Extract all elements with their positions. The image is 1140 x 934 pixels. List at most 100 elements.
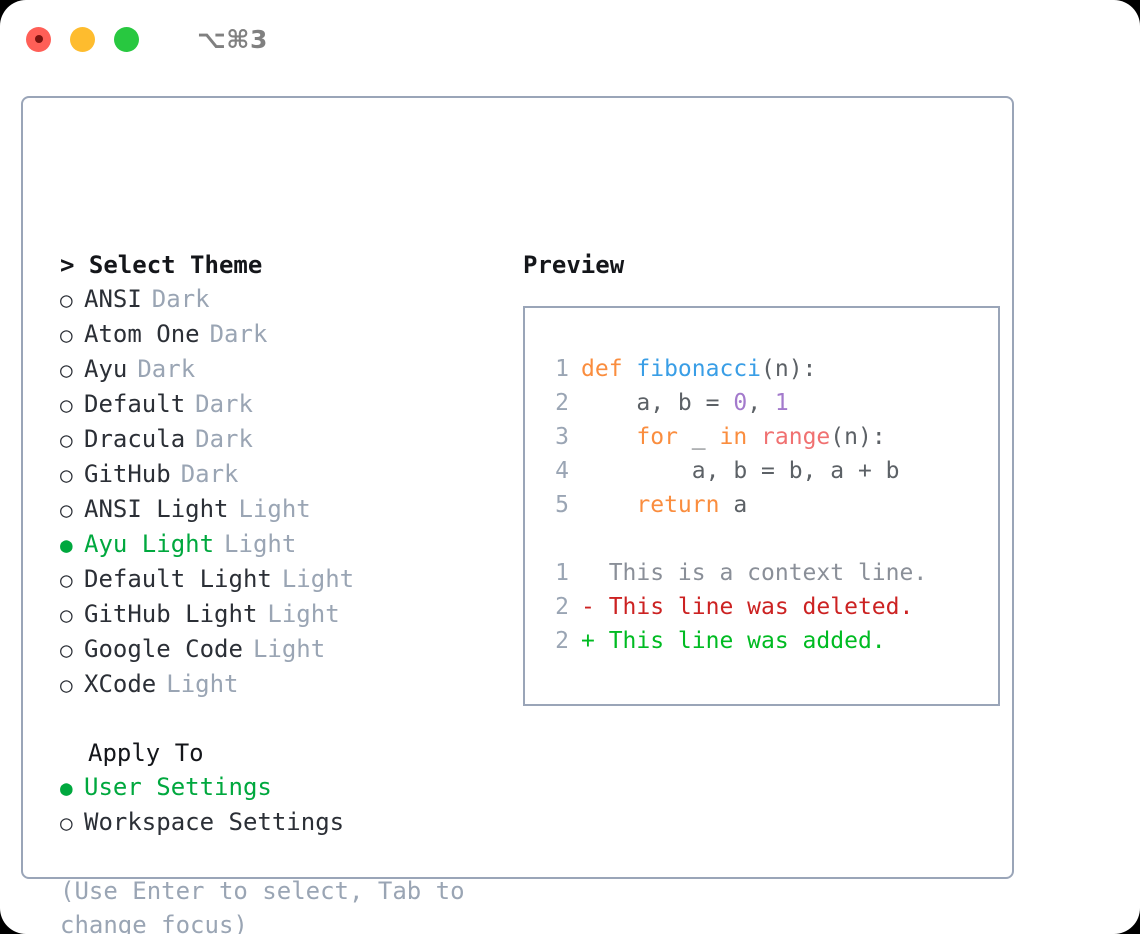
theme-option-label: Dracula <box>84 425 186 453</box>
close-window-button[interactable] <box>26 26 51 52</box>
preview-heading: Preview <box>523 251 625 279</box>
code-token: _ <box>677 424 720 450</box>
apply-to-list[interactable]: ● User Settings ○ Workspace Settings <box>60 770 500 840</box>
radio-unselected-icon: ○ <box>60 811 73 835</box>
theme-option-label: Ayu <box>84 355 128 383</box>
radio-unselected-icon: ○ <box>60 323 73 347</box>
code-line-content: return a <box>581 488 747 522</box>
radio-selected-icon: ● <box>60 533 73 557</box>
theme-variant-tag: Light <box>166 670 239 698</box>
code-line-number: 1 <box>555 356 569 382</box>
title-bar: ⌥⌘3 <box>0 0 1140 78</box>
select-theme-heading: > Select Theme <box>60 251 263 279</box>
radio-unselected-icon: ○ <box>60 393 73 417</box>
theme-option-ayu-light[interactable]: ● Ayu Light Light <box>60 527 500 562</box>
zoom-window-button[interactable] <box>114 26 139 52</box>
radio-unselected-icon: ○ <box>60 603 73 627</box>
theme-variant-tag: Light <box>267 600 340 628</box>
code-line: 3 for _ in range(n): <box>543 420 998 454</box>
code-token: 0 <box>733 390 748 416</box>
window-title-shortcut: ⌥⌘3 <box>197 24 268 54</box>
theme-option-label: ANSI <box>84 285 142 313</box>
minimize-window-button[interactable] <box>70 26 95 52</box>
code-line: 2 a, b = 0, 1 <box>543 386 998 420</box>
keyboard-hint-text: (Use Enter to select, Tab to change focu… <box>60 877 480 934</box>
apply-to-option-user-settings[interactable]: ● User Settings <box>60 770 500 805</box>
theme-option-github-light[interactable]: ○ GitHub Light Light <box>60 597 500 632</box>
code-token: (n): <box>761 356 817 382</box>
theme-option-label: Atom One <box>84 320 200 348</box>
code-line-number: 5 <box>555 492 569 518</box>
theme-option-ansi[interactable]: ○ ANSI Dark <box>60 282 500 317</box>
diff-sample: 1 This is a context line. 2 - This line wa… <box>543 556 998 658</box>
list-spacer <box>60 702 500 736</box>
code-token: a, b = <box>581 390 734 416</box>
code-line-number: 2 <box>555 390 569 416</box>
theme-variant-tag: Light <box>252 635 326 663</box>
diff-line: 1 This is a context line. <box>543 556 998 590</box>
code-token <box>581 424 636 450</box>
code-token: fibonacci <box>636 356 762 382</box>
diff-line: 2 - This line was deleted. <box>543 590 998 624</box>
code-token: def <box>581 356 637 382</box>
code-token: a, b = b, a + b <box>581 458 900 484</box>
code-line-content: a, b = b, a + b <box>581 454 900 488</box>
code-token <box>747 424 761 450</box>
theme-option-label: Ayu Light <box>84 530 215 558</box>
theme-option-label: Google Code <box>84 635 243 663</box>
apply-to-option-workspace-settings[interactable]: ○ Workspace Settings <box>60 805 500 840</box>
theme-option-label: Default <box>84 390 186 418</box>
diff-line-content: + This line was added. <box>581 628 886 654</box>
theme-option-label: GitHub Light <box>84 600 258 628</box>
code-line: 4 a, b = b, a + b <box>543 454 998 488</box>
code-line-number: 4 <box>555 458 569 484</box>
radio-unselected-icon: ○ <box>60 638 73 662</box>
radio-unselected-icon: ○ <box>60 428 73 452</box>
diff-line-number: 2 <box>555 594 569 620</box>
code-token: a <box>719 492 748 518</box>
radio-unselected-icon: ○ <box>60 358 73 382</box>
theme-variant-tag: Dark <box>151 285 210 313</box>
theme-option-label: XCode <box>84 670 157 698</box>
apply-to-option-label: User Settings <box>84 773 272 801</box>
code-token: for <box>636 424 678 450</box>
radio-unselected-icon: ○ <box>60 288 73 312</box>
theme-option-label: ANSI Light <box>84 495 229 523</box>
code-line-number: 3 <box>555 424 569 450</box>
radio-selected-icon: ● <box>60 776 73 800</box>
code-token: range <box>761 424 831 450</box>
diff-line-number: 1 <box>555 560 569 586</box>
code-token: (n): <box>830 424 886 450</box>
code-diff-gap <box>543 522 998 556</box>
diff-line-content: - This line was deleted. <box>581 594 914 620</box>
theme-variant-tag: Light <box>224 530 297 558</box>
theme-variant-tag: Dark <box>180 460 239 488</box>
code-line-content: for _ in range(n): <box>581 420 886 454</box>
code-line: 5 return a <box>543 488 998 522</box>
apply-to-option-label: Workspace Settings <box>84 808 345 836</box>
radio-unselected-icon: ○ <box>60 463 73 487</box>
theme-variant-tag: Light <box>238 495 311 523</box>
code-token <box>581 492 636 518</box>
diff-line: 2 + This line was added. <box>543 624 998 658</box>
theme-option-label: Default Light <box>84 565 272 593</box>
diff-line-number: 2 <box>555 628 569 654</box>
theme-variant-tag: Light <box>281 565 355 593</box>
code-line: 1 def fibonacci(n): <box>543 352 998 386</box>
code-token: return <box>636 492 720 518</box>
theme-option-google-code[interactable]: ○ Google Code Light <box>60 632 500 667</box>
